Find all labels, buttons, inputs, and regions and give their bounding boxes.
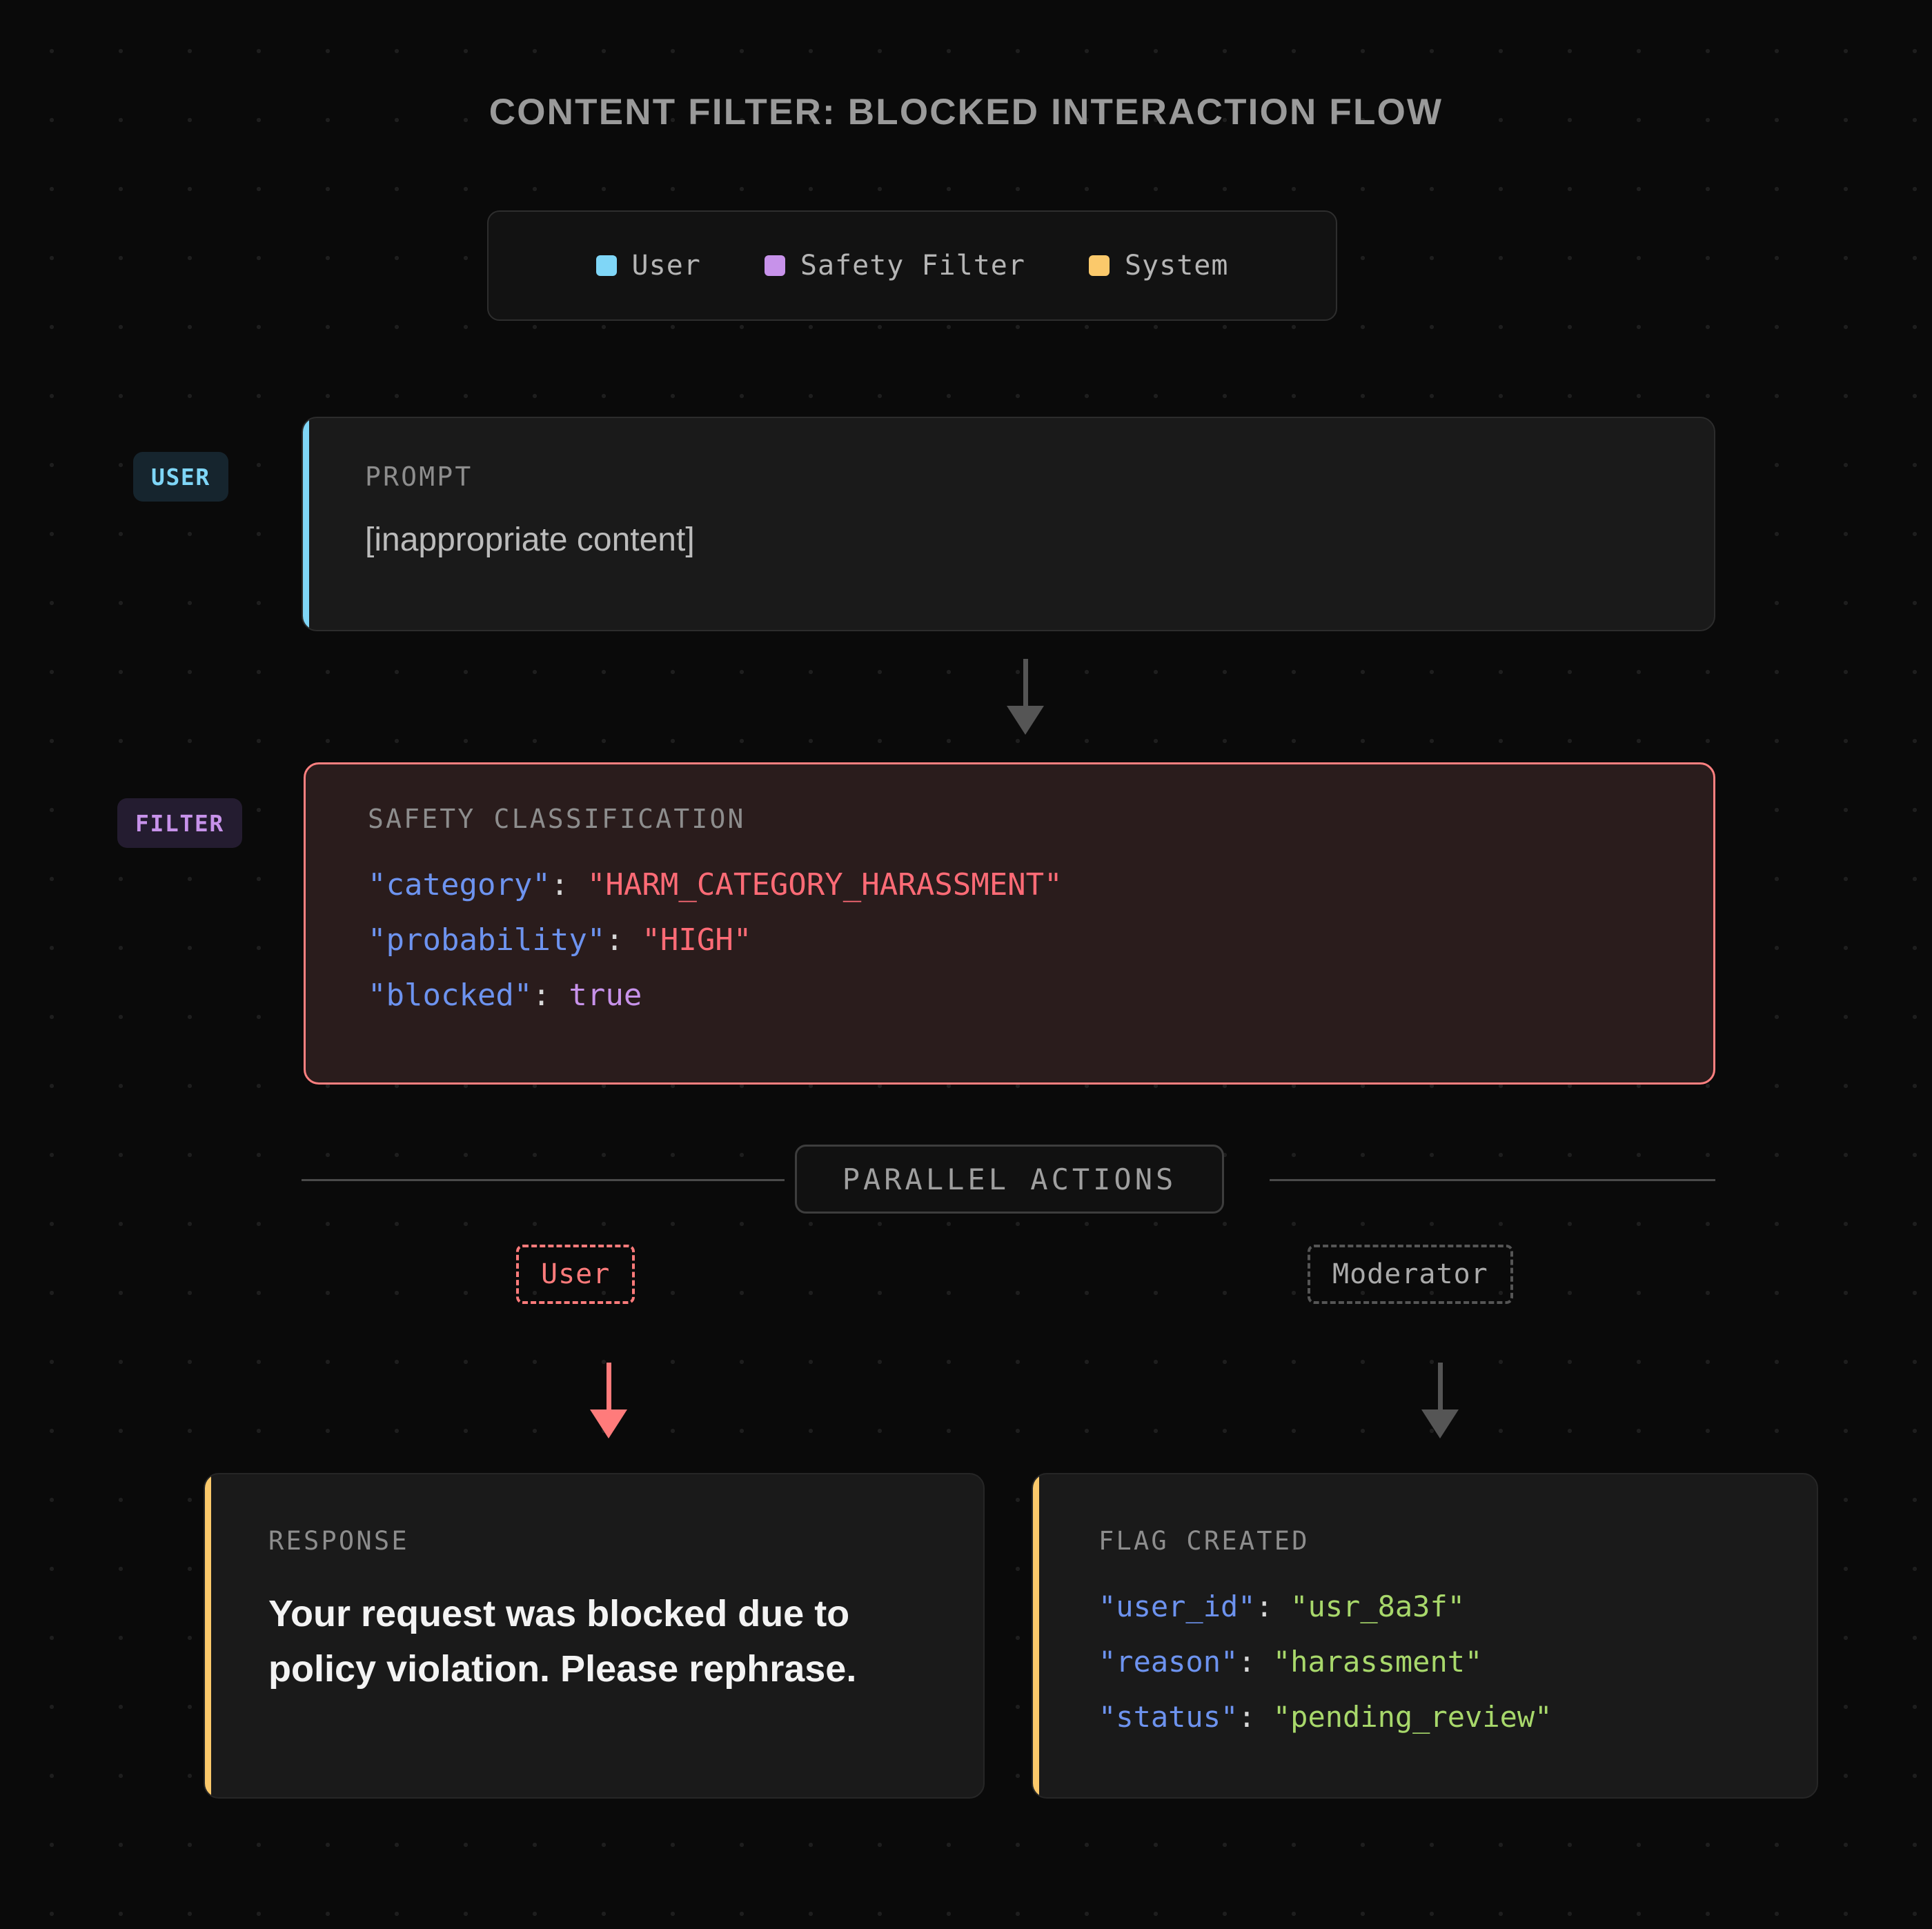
json-value: "pending_review" xyxy=(1272,1700,1552,1734)
json-value: true xyxy=(569,978,642,1013)
safety-classification-card: SAFETY CLASSIFICATION "category": "HARM_… xyxy=(304,762,1715,1085)
response-card: RESPONSE Your request was blocked due to… xyxy=(204,1473,985,1799)
json-value: "HIGH" xyxy=(642,922,752,958)
json-row-category: "category": "HARM_CATEGORY_HARASSMENT" xyxy=(368,858,1713,913)
response-card-label: RESPONSE xyxy=(268,1526,409,1556)
lane-badge-user: USER xyxy=(133,452,228,502)
legend-label-user: User xyxy=(631,250,701,281)
arrow-shaft xyxy=(606,1363,611,1409)
page-title: CONTENT FILTER: BLOCKED INTERACTION FLOW xyxy=(489,92,1443,132)
arrow-head xyxy=(1421,1409,1459,1438)
response-card-accent-bar xyxy=(205,1474,211,1797)
arrow-head xyxy=(590,1409,627,1438)
legend-swatch-user-icon xyxy=(595,255,617,276)
prompt-card-body: [inappropriate content] xyxy=(365,522,695,558)
legend-label-system: System xyxy=(1124,250,1229,281)
json-row-blocked: "blocked": true xyxy=(368,968,1713,1023)
arrow-shaft xyxy=(1023,659,1028,706)
json-row-reason: "reason": "harassment" xyxy=(1098,1634,1817,1690)
divider-line-left xyxy=(302,1179,785,1181)
flag-created-card: FLAG CREATED "user_id": "usr_8a3f" "reas… xyxy=(1032,1473,1818,1799)
arrow-down-prompt-to-filter-icon xyxy=(1007,659,1044,735)
safety-card-label: SAFETY CLASSIFICATION xyxy=(368,804,746,834)
json-value: "usr_8a3f" xyxy=(1290,1590,1466,1623)
json-colon: : xyxy=(1238,1645,1256,1679)
legend-panel: User Safety Filter System xyxy=(487,210,1337,321)
json-colon: : xyxy=(532,978,551,1013)
json-row-user-id: "user_id": "usr_8a3f" xyxy=(1098,1579,1817,1634)
legend-item-safety-filter: Safety Filter xyxy=(764,250,1025,281)
safety-card-json: "category": "HARM_CATEGORY_HARASSMENT" "… xyxy=(368,858,1713,1023)
branch-chip-moderator: Moderator xyxy=(1308,1245,1513,1304)
json-key: "user_id" xyxy=(1098,1590,1256,1623)
response-card-body: Your request was blocked due to policy v… xyxy=(268,1593,857,1690)
arrow-head xyxy=(1007,706,1044,735)
json-value: "HARM_CATEGORY_HARASSMENT" xyxy=(586,867,1063,902)
legend-swatch-system-icon xyxy=(1088,255,1110,276)
json-colon: : xyxy=(1238,1700,1256,1734)
legend-label-safety-filter: Safety Filter xyxy=(800,250,1025,281)
prompt-card-accent-bar xyxy=(303,418,309,630)
json-value: "harassment" xyxy=(1272,1645,1483,1679)
parallel-actions-label: PARALLEL ACTIONS xyxy=(795,1145,1224,1214)
arrow-down-user-branch-icon xyxy=(590,1363,627,1438)
prompt-card: PROMPT [inappropriate content] xyxy=(302,417,1715,631)
flag-card-label: FLAG CREATED xyxy=(1098,1526,1310,1556)
json-key: "status" xyxy=(1098,1700,1239,1734)
json-row-status: "status": "pending_review" xyxy=(1098,1690,1817,1745)
flag-card-accent-bar xyxy=(1033,1474,1039,1797)
divider-line-right xyxy=(1270,1179,1715,1181)
legend-item-system: System xyxy=(1088,250,1229,281)
arrow-down-moderator-branch-icon xyxy=(1421,1363,1459,1438)
legend-item-user: User xyxy=(595,250,701,281)
arrow-shaft xyxy=(1437,1363,1443,1409)
json-colon: : xyxy=(1255,1590,1273,1623)
legend-swatch-safety-filter-icon xyxy=(764,255,785,276)
json-colon: : xyxy=(550,867,569,902)
branch-chip-user: User xyxy=(516,1245,635,1304)
json-key: "probability" xyxy=(368,922,606,958)
lane-badge-filter: FILTER xyxy=(117,798,242,848)
prompt-card-label: PROMPT xyxy=(365,462,473,492)
json-key: "blocked" xyxy=(368,978,533,1013)
json-row-probability: "probability": "HIGH" xyxy=(368,913,1713,968)
json-key: "reason" xyxy=(1098,1645,1239,1679)
json-key: "category" xyxy=(368,867,551,902)
json-colon: : xyxy=(605,922,624,958)
flag-card-json: "user_id": "usr_8a3f" "reason": "harassm… xyxy=(1098,1579,1817,1745)
